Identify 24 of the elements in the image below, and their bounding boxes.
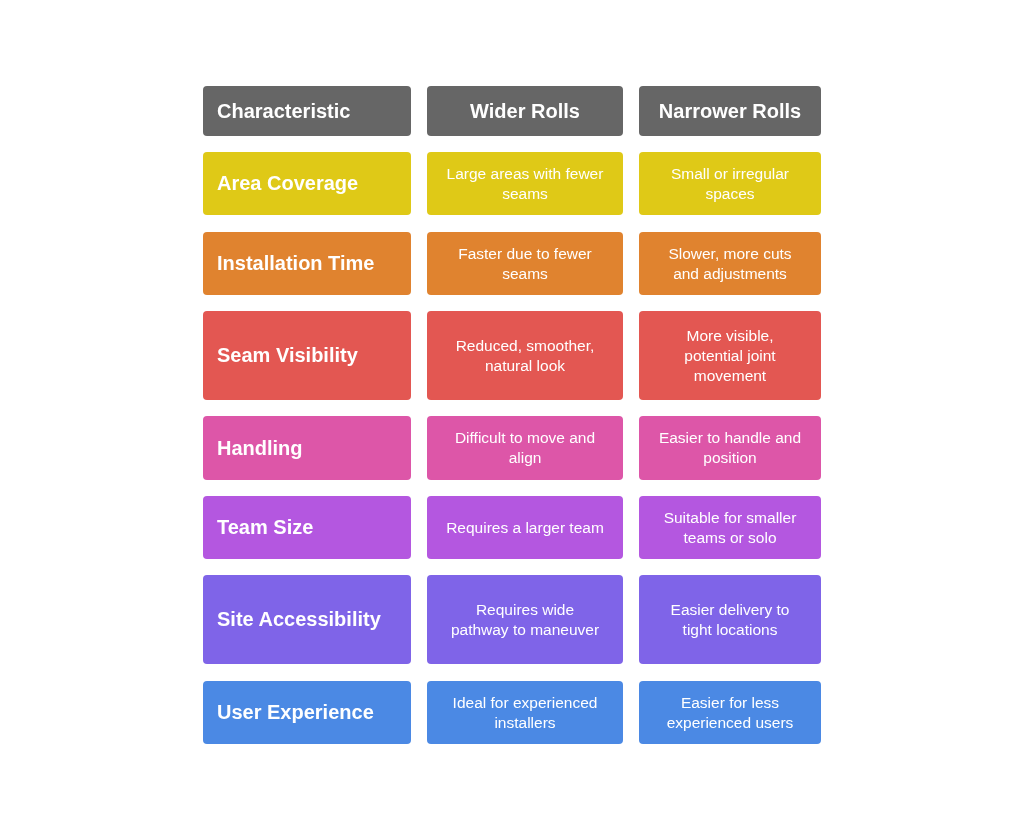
table-cell: Easier for less experienced users xyxy=(639,681,821,744)
table-cell: Easier to handle and position xyxy=(639,416,821,480)
header-cell: Characteristic xyxy=(203,86,411,136)
table-cell: Requires a larger team xyxy=(427,496,623,559)
table-cell: Slower, more cuts and adjustments xyxy=(639,232,821,295)
table-cell: Ideal for experienced installers xyxy=(427,681,623,744)
header-cell: Narrower Rolls xyxy=(639,86,821,136)
table-cell: Large areas with fewer seams xyxy=(427,152,623,215)
table-cell: Faster due to fewer seams xyxy=(427,232,623,295)
table-cell: Small or irregular spaces xyxy=(639,152,821,215)
table-cell: Easier delivery to tight locations xyxy=(639,575,821,664)
table-cell: Requires wide pathway to maneuver xyxy=(427,575,623,664)
row-header-cell: User Experience xyxy=(203,681,411,744)
row-header-cell: Site Accessibility xyxy=(203,575,411,664)
row-header-cell: Seam Visibility xyxy=(203,311,411,400)
row-header-cell: Installation Time xyxy=(203,232,411,295)
row-header-cell: Handling xyxy=(203,416,411,480)
header-cell: Wider Rolls xyxy=(427,86,623,136)
row-header-cell: Team Size xyxy=(203,496,411,559)
table-cell: Difficult to move and align xyxy=(427,416,623,480)
row-header-cell: Area Coverage xyxy=(203,152,411,215)
table-cell: Suitable for smaller teams or solo xyxy=(639,496,821,559)
table-cell: More visible, potential joint movement xyxy=(639,311,821,400)
table-cell: Reduced, smoother, natural look xyxy=(427,311,623,400)
